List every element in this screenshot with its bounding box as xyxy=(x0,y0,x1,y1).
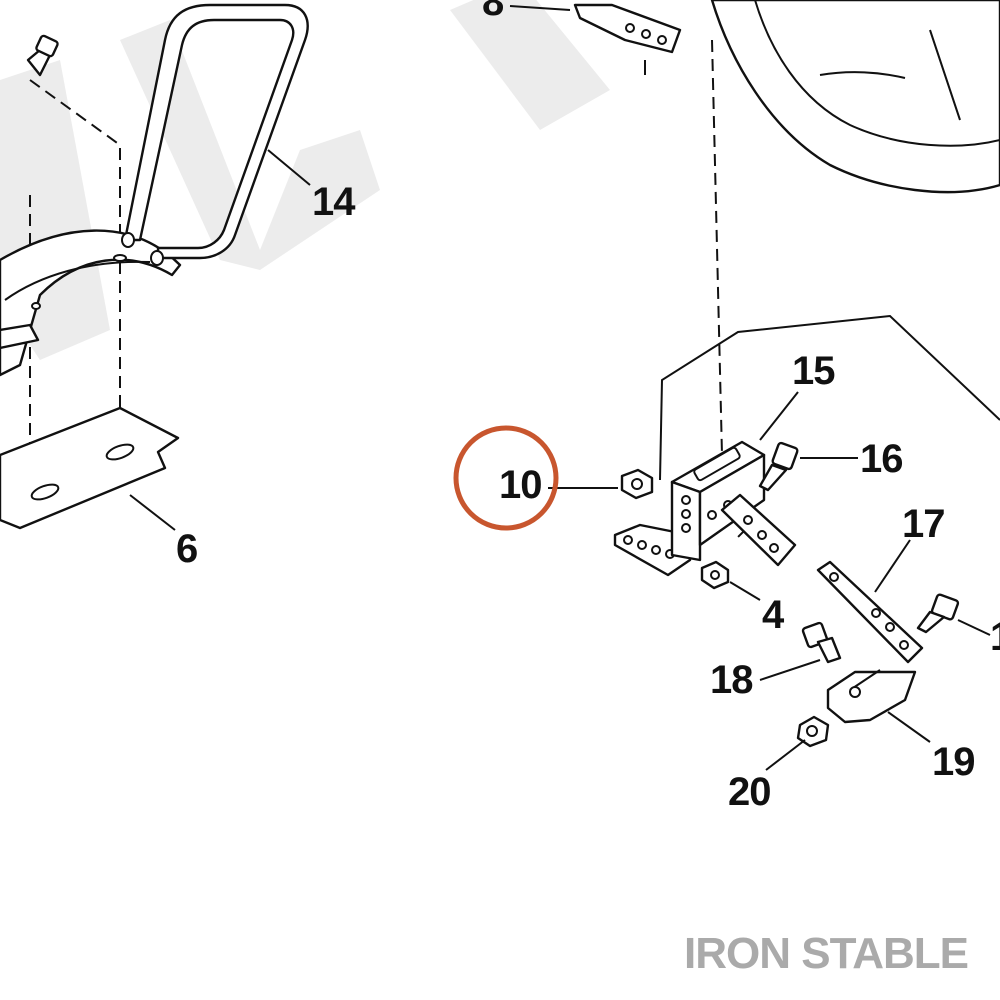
callout-14[interactable]: 14 xyxy=(312,180,357,224)
leader-6 xyxy=(129,494,176,531)
part-4-nut xyxy=(700,560,730,590)
assembly-line-bracket xyxy=(711,39,723,456)
part-8-bracket xyxy=(573,3,682,75)
leader-17 xyxy=(874,539,911,593)
brand-wordmark: IRON STABLE xyxy=(684,929,968,978)
callout-19[interactable]: 19 xyxy=(932,740,976,784)
part-15-bracket xyxy=(613,440,797,577)
callout-1[interactable]: 1 xyxy=(990,615,1000,659)
leader-15 xyxy=(759,391,799,441)
callout-18[interactable]: 18 xyxy=(710,658,754,702)
part-16-bolt xyxy=(758,441,799,492)
part-1-bolt xyxy=(916,593,960,634)
leader-8 xyxy=(509,5,571,11)
callout-20[interactable]: 20 xyxy=(728,770,772,814)
leader-4 xyxy=(729,581,761,601)
callout-4[interactable]: 4 xyxy=(762,593,786,637)
rack-bolt xyxy=(26,34,59,77)
leader-19 xyxy=(887,711,931,743)
leader-18 xyxy=(759,659,821,681)
bracket-group-outline xyxy=(659,314,1000,481)
part-17-strap xyxy=(816,560,924,664)
part-6-plate xyxy=(0,406,180,530)
callout-16[interactable]: 16 xyxy=(860,437,904,481)
callout-17[interactable]: 17 xyxy=(902,502,946,546)
callout-6[interactable]: 6 xyxy=(176,527,198,571)
leader-1 xyxy=(957,619,991,636)
leader-20 xyxy=(765,739,806,771)
leader-14 xyxy=(267,149,311,186)
seat xyxy=(710,0,1000,194)
part-18-bolt xyxy=(801,621,842,664)
callout-10[interactable]: 10 xyxy=(499,463,543,507)
part-14-rack xyxy=(0,3,309,377)
leader-lines xyxy=(129,5,991,771)
part-20-nut xyxy=(796,715,830,748)
part-10-nut xyxy=(620,468,654,500)
part-19-block xyxy=(826,669,917,724)
callout-10-highlight-ring xyxy=(453,425,559,531)
callout-8[interactable]: 8 xyxy=(482,0,505,24)
assembly-line-rear xyxy=(29,79,121,445)
callout-15[interactable]: 15 xyxy=(792,349,836,393)
callout-labels: 8 14 6 15 16 10 4 17 1 18 19 20 xyxy=(176,0,1000,814)
